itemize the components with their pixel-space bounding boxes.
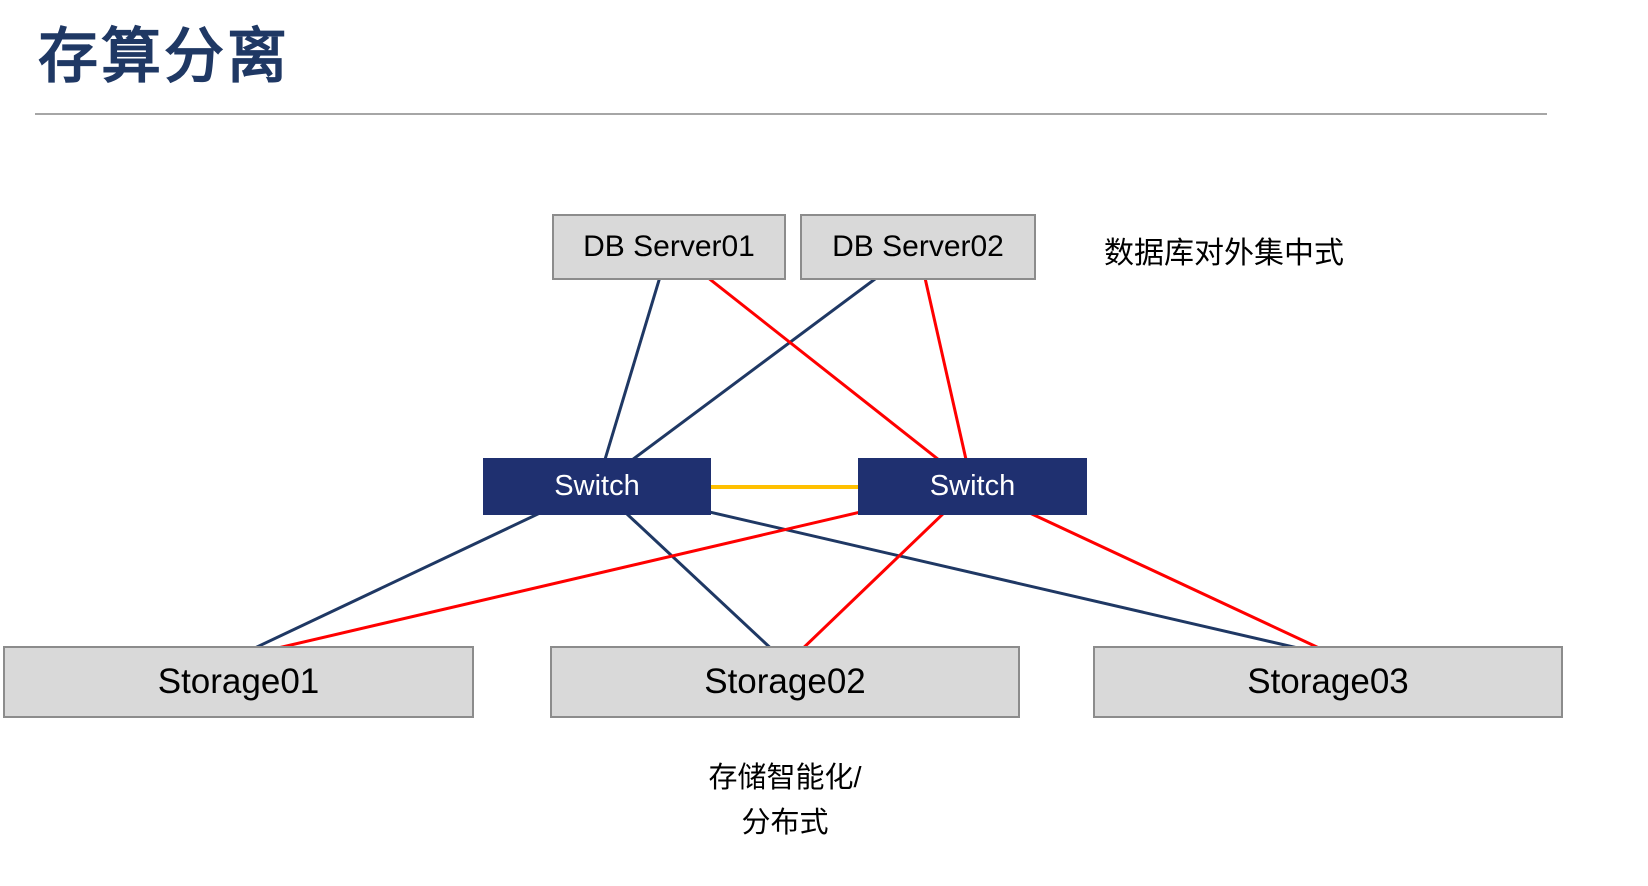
node-storage03-label: Storage03 (1247, 662, 1409, 701)
node-switch2: Switch (858, 458, 1087, 515)
annotation-storage-line1: 存储智能化/ (708, 762, 862, 794)
node-db-server01: DB Server01 (552, 214, 786, 280)
node-switch1: Switch (483, 458, 711, 515)
annotation-storage-line2: 分布式 (741, 806, 829, 839)
line-db1-to-switch1 (595, 246, 671, 487)
node-storage01: Storage01 (3, 646, 474, 718)
annotation-db-centralized: 数据库对外集中式 (1104, 237, 1344, 270)
node-storage02-label: Storage02 (704, 662, 866, 701)
line-db2-to-switch2 (916, 246, 974, 487)
page-title: 存算分离 (38, 23, 290, 90)
node-storage02: Storage02 (550, 646, 1020, 718)
title-divider-line (35, 113, 1547, 115)
annotation-storage-distributed: 存储智能化/ 分布式 (550, 756, 1020, 846)
node-db-server02: DB Server02 (800, 214, 1036, 280)
node-storage03: Storage03 (1093, 646, 1563, 718)
node-switch2-label: Switch (929, 470, 1016, 502)
node-db-server01-label: DB Server01 (583, 230, 755, 263)
line-switch1-to-storage3 (596, 484, 1329, 657)
line-db2-to-switch1 (596, 245, 919, 488)
node-switch1-label: Switch (554, 470, 640, 502)
line-switch2-to-storage1 (247, 484, 973, 657)
node-db-server02-label: DB Server02 (832, 230, 1004, 263)
line-db1-to-switch2 (668, 245, 973, 488)
node-storage01-label: Storage01 (157, 662, 320, 701)
